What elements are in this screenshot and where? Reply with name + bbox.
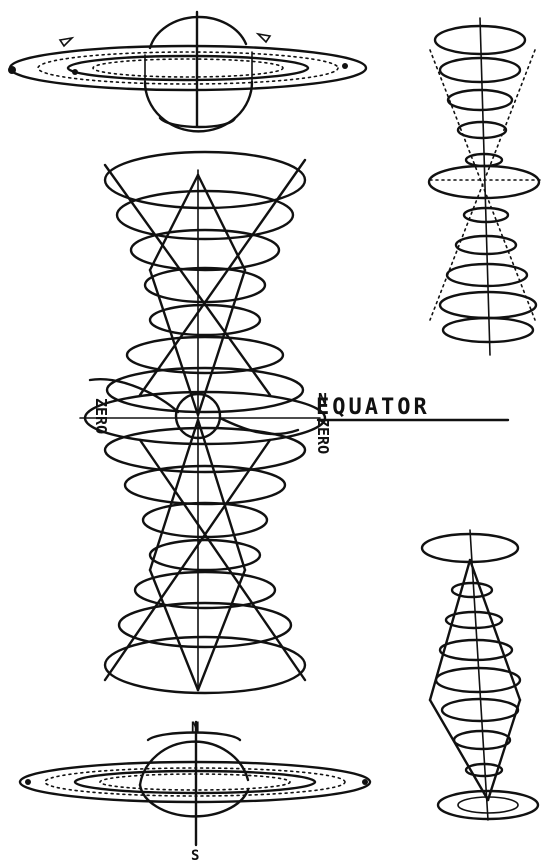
- bottom-sphere-rings: [20, 722, 370, 845]
- equator-marker-label: N: [318, 390, 327, 408]
- right-bottom-cone: [422, 530, 538, 820]
- main-double-cone: [80, 152, 325, 693]
- zero-right-label: ZERO: [314, 418, 332, 454]
- south-pole-label: S: [191, 848, 199, 861]
- equator-label: EQUATOR: [316, 395, 430, 420]
- right-top-cone: [429, 18, 540, 355]
- svg-text:ZERO: ZERO: [92, 398, 110, 434]
- zero-left-label: ZERO: [92, 398, 110, 434]
- north-pole-label: N: [191, 720, 199, 736]
- top-sphere-rings: [8, 12, 366, 131]
- svg-text:ZERO: ZERO: [314, 418, 332, 454]
